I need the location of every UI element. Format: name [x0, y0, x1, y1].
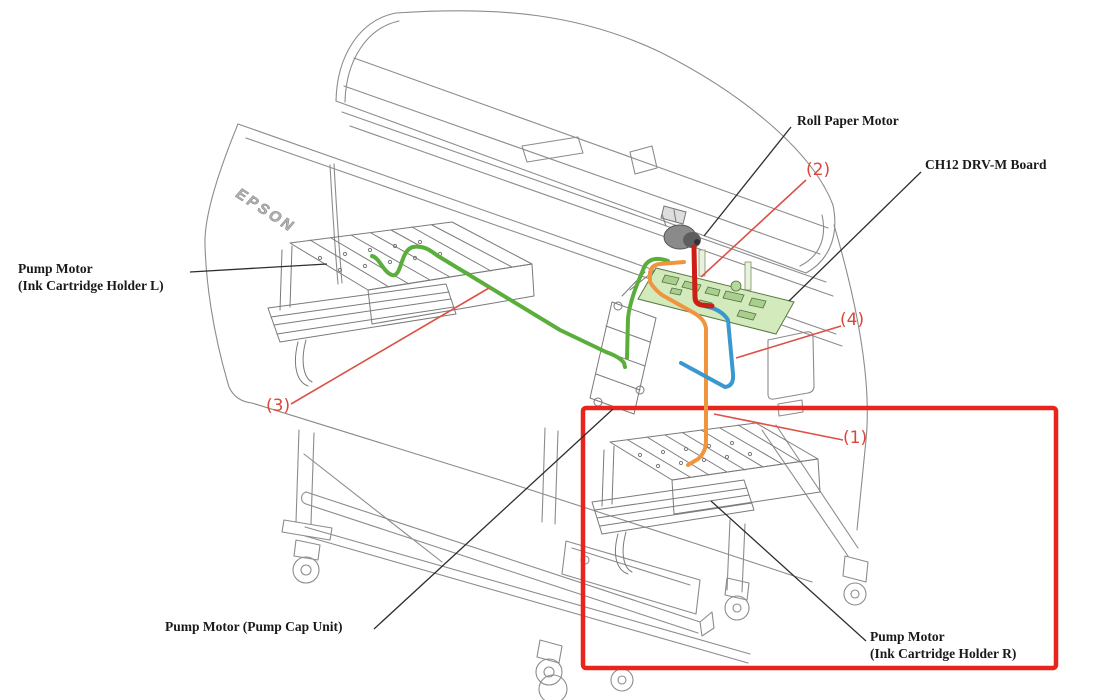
leader-pump-motor-l: [189, 263, 328, 273]
cable-blue: [679, 304, 736, 389]
label-pump-motor-r: Pump Motor (Ink Cartridge Holder R): [870, 629, 1017, 661]
callout-2: (2): [806, 160, 831, 180]
label-roll-paper-motor: Roll Paper Motor: [797, 113, 899, 128]
body-art: [204, 111, 869, 606]
top-cover-art: [335, 10, 836, 274]
leader-pump-motor-r: [710, 500, 867, 642]
leader-callout-2: [700, 179, 807, 278]
cable-red: [691, 244, 715, 309]
callout-3: (3): [266, 396, 291, 416]
label-pump-motor-l: Pump Motor (Ink Cartridge Holder L): [18, 261, 164, 293]
label-pump-cap-unit: Pump Motor (Pump Cap Unit): [165, 619, 343, 634]
leader-callout-4: [735, 325, 842, 359]
leader-pump-cap-unit: [373, 408, 614, 630]
callout-4: (4): [840, 310, 865, 330]
stand-art: [281, 427, 751, 700]
cable-orange: [648, 260, 708, 467]
leader-callout-3: [290, 287, 490, 405]
highlight-box: [580, 405, 1059, 671]
roll-paper-motor-art: [660, 205, 701, 250]
leader-roll-paper-motor: [703, 126, 792, 237]
leader-callout-1: [713, 413, 844, 441]
cable-green: [370, 244, 627, 369]
leader-ch12-board: [788, 171, 922, 302]
right-ink-holder-art: [591, 422, 821, 575]
left-ink-holder-art: [267, 221, 535, 387]
callout-1: (1): [843, 428, 868, 448]
label-ch12-board: CH12 DRV-M Board: [925, 157, 1047, 172]
cable-green-2: [625, 256, 670, 360]
